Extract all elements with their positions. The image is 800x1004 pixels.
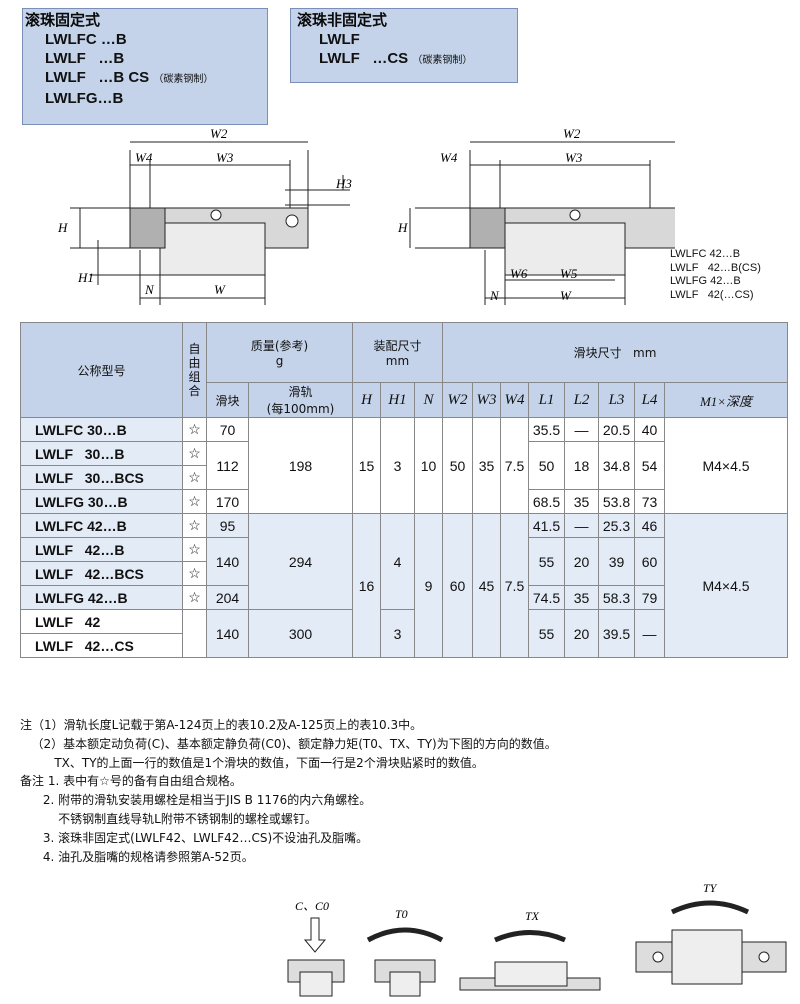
h-L3: L3 (598, 382, 635, 418)
nonfixed-model-1: LWLF (319, 31, 360, 48)
dim-W3-b: W3 (565, 150, 583, 165)
dim-N: N (144, 282, 155, 297)
dim-W4: W4 (135, 150, 153, 165)
label-C: C、C0 (295, 899, 329, 913)
arrow-down-icon (303, 917, 327, 953)
h-free: 自由组合 (182, 322, 207, 418)
table-row: LWLF 30…BCS☆ (20, 465, 788, 490)
dim-W5: W5 (560, 266, 578, 281)
load-direction-figures: C、C0 T0 TX TY (287, 881, 787, 997)
footnotes: 注（1）滑轨长度L记载于第A-124页上的表10.2及A-125页上的表10.3… (20, 718, 557, 864)
dim-N-b: N (489, 288, 500, 303)
h-mass: 质量(参考)g (206, 322, 353, 383)
h-L1: L1 (528, 382, 565, 418)
h-W3: W3 (472, 382, 501, 418)
dim-H: H (57, 220, 68, 235)
rotate-arrow-icon-2 (494, 930, 566, 943)
h-L2: L2 (564, 382, 599, 418)
steel-note-2: （碳素钢制） (412, 55, 473, 66)
fixed-type-header: 滚珠固定式 LWLFC …B LWLF …B LWLF …B CS （碳素钢制）… (22, 8, 268, 125)
table-row: LWLF 42…BCS☆ (20, 561, 788, 586)
nonfixed-type-header: 滚珠非固定式 LWLF LWLF …CS （碳素钢制） (290, 8, 518, 83)
h-H: H (352, 382, 381, 418)
h-rail: 滑轨(每100mm) (248, 382, 353, 418)
h-L4: L4 (634, 382, 665, 418)
h-M1: M1×深度 (664, 382, 788, 418)
fixed-model-1: LWLFC …B (45, 31, 127, 48)
fixed-title: 滚珠固定式 (25, 11, 101, 29)
dim-W2: W2 (210, 126, 228, 141)
rotate-arrow-icon (366, 927, 444, 943)
dim-W2-b: W2 (563, 126, 581, 141)
h-model: 公称型号 (20, 322, 183, 418)
dim-H3: H3 (335, 176, 352, 191)
label-TY: TY (703, 881, 718, 895)
h-H1: H1 (380, 382, 415, 418)
rotate-arrow-icon-3 (670, 900, 750, 915)
dim-W: W (214, 282, 226, 297)
nonfixed-model-2: LWLF …CS (319, 50, 409, 67)
dim-H-b: H (397, 220, 408, 235)
dim-W6: W6 (510, 266, 528, 281)
label-TX: TX (525, 909, 540, 923)
dim-W3: W3 (216, 150, 234, 165)
fixed-model-4: LWLFG…B (45, 90, 124, 107)
nonfixed-title: 滚珠非固定式 (297, 11, 388, 29)
fixed-model-2: LWLF …B (45, 50, 125, 67)
nonfixed-type-drawing: W2 W4 W3 H W6 W5 N W (397, 126, 675, 305)
label-T0: T0 (395, 907, 408, 921)
dim-W-b: W (560, 288, 572, 303)
h-N: N (414, 382, 443, 418)
dim-H1: H1 (77, 270, 94, 285)
dim-W4-b: W4 (440, 150, 458, 165)
h-W4: W4 (500, 382, 529, 418)
h-W2: W2 (442, 382, 473, 418)
fixed-type-drawing: W2 W4 W3 H3 H H1 N W (57, 126, 352, 305)
steel-note: （碳素钢制） (153, 74, 214, 85)
h-block: 滑块 (206, 382, 249, 418)
table-row: LWLF 42…CS (20, 633, 788, 658)
h-blockdim: 滑块尺寸 mm (442, 322, 788, 383)
fixed-model-3: LWLF …B CS (45, 69, 150, 86)
